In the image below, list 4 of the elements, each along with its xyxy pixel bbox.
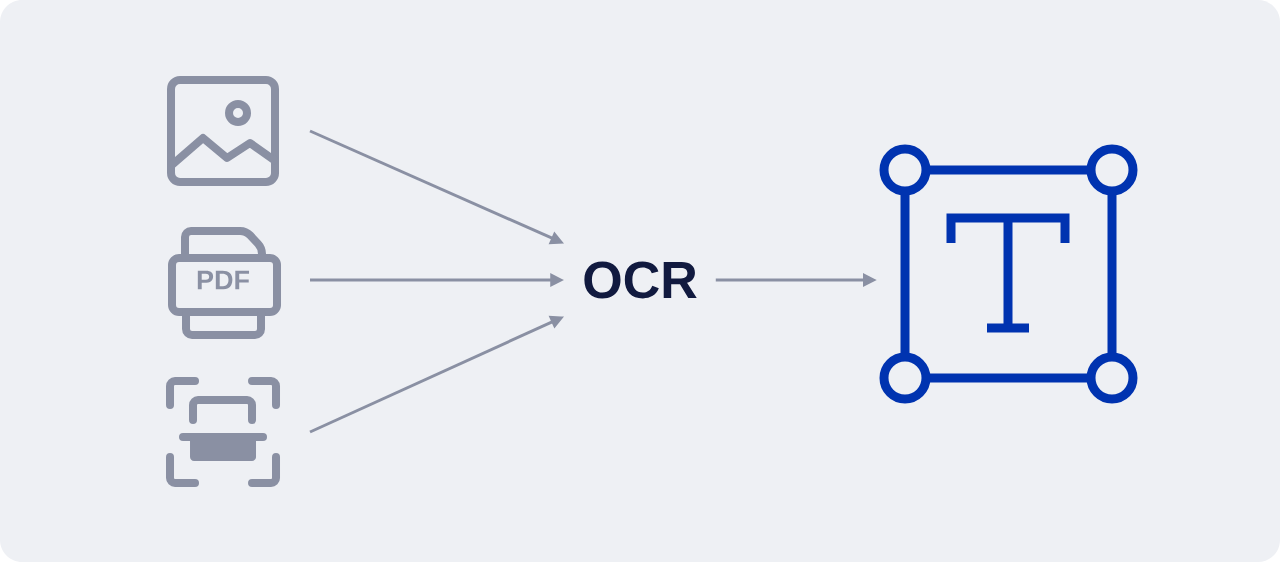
image-icon bbox=[167, 76, 279, 186]
process-label: OCR bbox=[584, 261, 697, 299]
scan-icon bbox=[166, 377, 280, 487]
text-box-icon bbox=[879, 144, 1138, 404]
